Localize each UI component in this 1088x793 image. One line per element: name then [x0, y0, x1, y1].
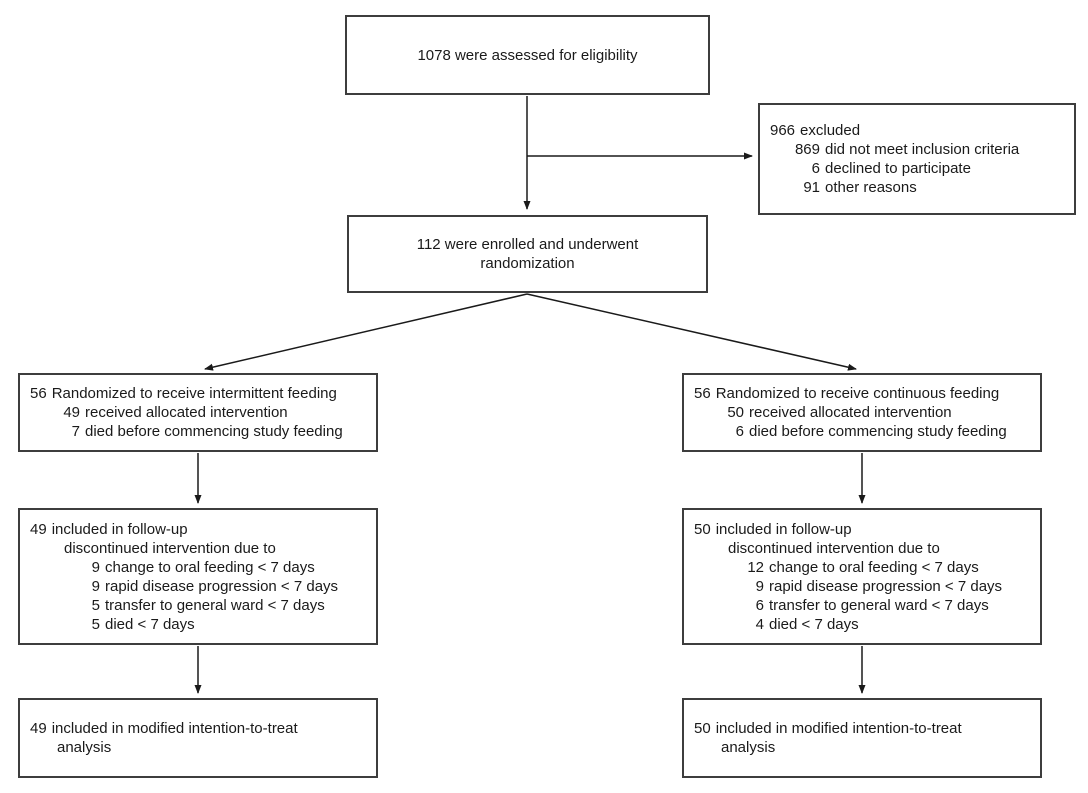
- box-line-count: 6: [755, 596, 764, 614]
- box-line-text: change to oral feeding < 7 days: [769, 558, 979, 576]
- box-line-count: 12: [747, 558, 764, 576]
- box-line: 112 were enrolled and underwent: [417, 235, 639, 254]
- box-line: 6 died before commencing study feeding: [694, 422, 1034, 441]
- box-line: 49 received allocated intervention: [30, 403, 370, 422]
- box-line-text: included in follow-up: [715, 520, 852, 538]
- box-line-count: 5: [91, 615, 100, 633]
- box-line-count: 56: [30, 385, 47, 402]
- box-line-text: included in modified intention-to-treat: [51, 720, 298, 737]
- box-line-text: died before commencing study feeding: [749, 423, 1007, 440]
- box-line: 1078 were assessed for eligibility: [417, 46, 637, 65]
- box-line: randomization: [480, 254, 574, 273]
- box-line: 9 rapid disease progression < 7 days: [30, 577, 370, 596]
- box-line: 50 received allocated intervention: [694, 403, 1034, 422]
- box-line-count: 49: [30, 520, 47, 538]
- box-line-count: 966: [770, 122, 796, 139]
- box-line-count: 9: [91, 558, 100, 576]
- box-line-text: Randomized to receive intermittent feedi…: [51, 385, 337, 402]
- box-line-text: transfer to general ward < 7 days: [769, 596, 989, 614]
- box-line: 6 declined to participate: [770, 159, 1068, 178]
- connector-enrollment-to-continuous: [526, 293, 857, 371]
- box-line: 6 transfer to general ward < 7 days: [694, 596, 1034, 615]
- box-line-count: 49: [30, 720, 47, 737]
- box-line-count: 91: [803, 179, 820, 196]
- box-line-text: randomization: [480, 255, 575, 272]
- box-line-text: analysis: [57, 739, 112, 756]
- box-line: 91 other reasons: [770, 178, 1068, 197]
- box-line: discontinued intervention due to: [694, 539, 1034, 558]
- box-line-count: 6: [735, 423, 744, 440]
- box-line-text: received allocated intervention: [85, 404, 288, 421]
- box-line-text: 1078 were assessed for eligibility: [417, 46, 638, 64]
- box-line-text: excluded: [800, 122, 861, 139]
- box-line: 5 died < 7 days: [30, 615, 370, 634]
- box-line-count: 50: [694, 520, 711, 538]
- box-line-text: rapid disease progression < 7 days: [105, 577, 339, 595]
- box-line-count: 56: [694, 385, 711, 402]
- box-line: 7 died before commencing study feeding: [30, 422, 370, 441]
- box-line-text: discontinued intervention due to: [64, 539, 276, 557]
- box-line-text: analysis: [721, 739, 776, 756]
- box-line: analysis: [694, 738, 1034, 757]
- box-line-count: 50: [727, 404, 744, 421]
- box-line-text: died < 7 days: [105, 615, 195, 633]
- box-line-count: 50: [694, 720, 711, 737]
- box-line-text: other reasons: [825, 179, 917, 196]
- connector-enrollment-to-intermittent: [204, 293, 528, 371]
- box-line-text: rapid disease progression < 7 days: [769, 577, 1003, 595]
- box-line-text: died before commencing study feeding: [85, 423, 343, 440]
- box-line-count: 6: [811, 160, 820, 177]
- box-line-text: received allocated intervention: [749, 404, 952, 421]
- box-line-text: Randomized to receive continuous feeding: [715, 385, 1000, 402]
- box-line-count: 49: [63, 404, 80, 421]
- box-line-count: 7: [71, 423, 80, 440]
- box-line-text: included in follow-up: [51, 520, 188, 538]
- box-line-count: 4: [755, 615, 764, 633]
- box-line: 9 change to oral feeding < 7 days: [30, 558, 370, 577]
- box-line: 9 rapid disease progression < 7 days: [694, 577, 1034, 596]
- box-line-count: 9: [755, 577, 764, 595]
- box-line-text: declined to participate: [825, 160, 971, 177]
- box-line: 869 did not meet inclusion criteria: [770, 140, 1068, 159]
- box-line-text: discontinued intervention due to: [728, 539, 940, 557]
- box-line: 4 died < 7 days: [694, 615, 1034, 634]
- box-line-count: 5: [91, 596, 100, 614]
- box-line: 5 transfer to general ward < 7 days: [30, 596, 370, 615]
- box-line-text: did not meet inclusion criteria: [825, 141, 1020, 158]
- box-assessed-for-eligibility: 1078 were assessed for eligibility: [345, 15, 710, 95]
- box-line-count: 869: [794, 141, 820, 158]
- box-line-text: included in modified intention-to-treat: [715, 720, 962, 737]
- box-line-text: transfer to general ward < 7 days: [105, 596, 325, 614]
- box-line-text: change to oral feeding < 7 days: [105, 558, 315, 576]
- box-line: analysis: [30, 738, 370, 757]
- box-line-text: 112 were enrolled and underwent: [416, 236, 639, 253]
- box-line-count: 9: [91, 577, 100, 595]
- box-enrolled-randomized: 112 were enrolled and underwent randomiza…: [347, 215, 708, 293]
- box-line: 12 change to oral feeding < 7 days: [694, 558, 1034, 577]
- box-line-text: died < 7 days: [769, 615, 859, 633]
- box-line: discontinued intervention due to: [30, 539, 370, 558]
